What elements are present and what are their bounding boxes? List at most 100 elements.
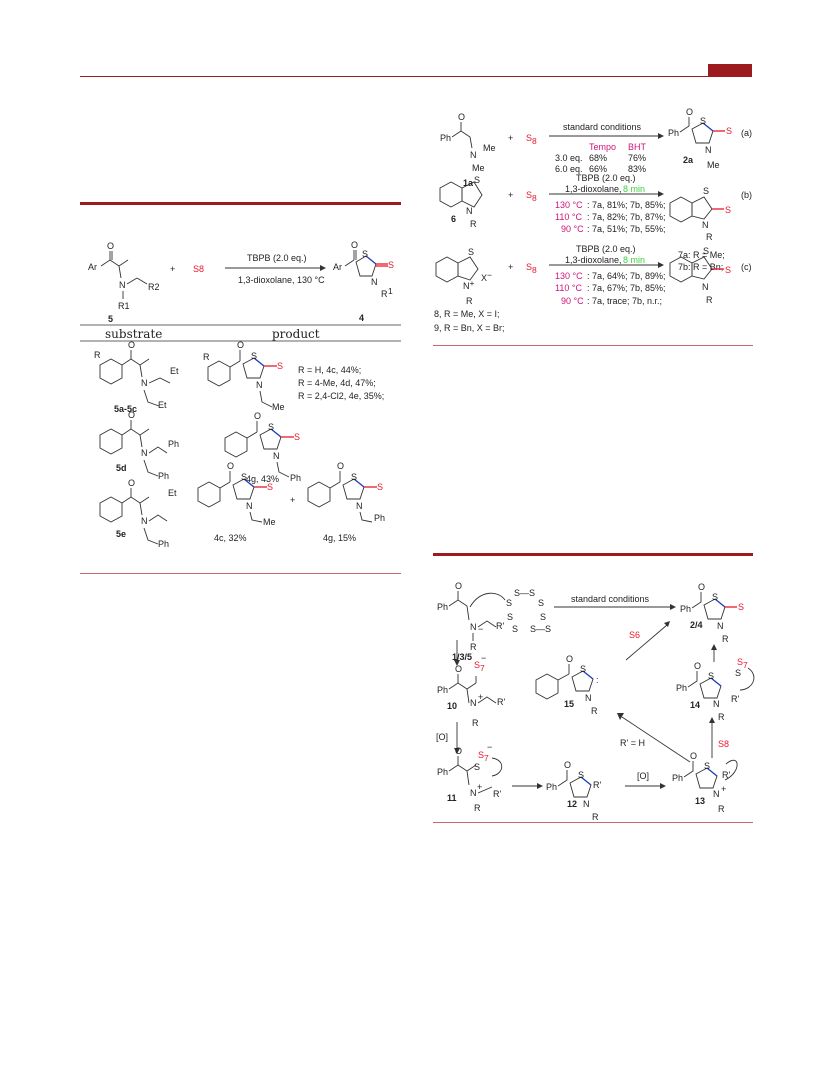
svg-text:Ar: Ar bbox=[333, 262, 342, 272]
svg-text:R: R bbox=[466, 296, 473, 306]
svg-text:S: S bbox=[700, 116, 706, 126]
b-solvent: 1,3-dioxolane, bbox=[565, 184, 622, 194]
svg-text:S: S bbox=[512, 624, 518, 634]
mech-bottom-right bbox=[433, 822, 753, 823]
mech-rh: R' = H bbox=[620, 738, 645, 748]
svg-text:1: 1 bbox=[388, 286, 393, 296]
substrate-label-3: 5e bbox=[116, 529, 126, 539]
svg-text:Me: Me bbox=[707, 160, 720, 170]
svg-text:Me: Me bbox=[472, 163, 485, 173]
svg-text:O: O bbox=[564, 760, 571, 770]
svg-text:N: N bbox=[470, 622, 477, 632]
svg-text:7: 7 bbox=[743, 660, 748, 670]
mech-13: 13 bbox=[695, 796, 705, 806]
svg-text:N: N bbox=[119, 280, 126, 290]
svg-text:O: O bbox=[458, 112, 465, 122]
svg-text:Ph: Ph bbox=[676, 683, 687, 693]
tag-c: (c) bbox=[741, 262, 752, 272]
svg-text:N: N bbox=[702, 220, 709, 230]
b-r3: : 7a, 51%; 7b, 55%; bbox=[587, 224, 666, 234]
svg-text:O: O bbox=[690, 751, 697, 761]
a-r2c1: 66% bbox=[589, 164, 607, 174]
b-reagent: TBPB (2.0 eq.) bbox=[576, 173, 636, 183]
svg-text:R: R bbox=[718, 712, 725, 722]
sm-6: 6 bbox=[451, 214, 456, 224]
svg-text:S: S bbox=[708, 671, 714, 681]
s8-reagent: S8 bbox=[193, 264, 204, 274]
svg-text:S: S bbox=[506, 598, 512, 608]
product-1a: R = H, 4c, 44%; bbox=[298, 365, 361, 375]
mech-15: 15 bbox=[564, 699, 574, 709]
c-t3: 90 °C bbox=[561, 296, 584, 306]
svg-text:R: R bbox=[474, 803, 481, 813]
svg-text:S: S bbox=[725, 265, 731, 275]
svg-text:O: O bbox=[128, 478, 135, 488]
svg-text:S: S bbox=[704, 761, 710, 771]
svg-text:R': R' bbox=[496, 621, 504, 631]
svg-text:+: + bbox=[508, 133, 513, 143]
b-r2: : 7a, 82%; 7b, 87%; bbox=[587, 212, 666, 222]
svg-text:N: N bbox=[717, 621, 724, 631]
product-2a: 2a bbox=[683, 155, 694, 165]
svg-text:R: R bbox=[591, 706, 598, 716]
b-t1: 130 °C bbox=[555, 200, 583, 210]
svg-text:N: N bbox=[713, 699, 720, 709]
product-2: 4g, 43% bbox=[246, 474, 279, 484]
conditions-text: 1,3-dioxolane, 130 °C bbox=[238, 275, 325, 285]
mech-start-label: 1/3/5 bbox=[452, 652, 472, 662]
table-rule-left bbox=[80, 202, 401, 205]
svg-text:O: O bbox=[128, 340, 135, 350]
svg-text:Ph: Ph bbox=[158, 471, 169, 481]
svg-text:8: 8 bbox=[532, 193, 537, 203]
svg-text:O: O bbox=[227, 461, 234, 471]
svg-text:N: N bbox=[470, 698, 477, 708]
svg-text:N: N bbox=[273, 451, 280, 461]
r1-label: R1 bbox=[118, 301, 130, 311]
svg-text:S—S: S—S bbox=[530, 624, 551, 634]
svg-text:Ph: Ph bbox=[374, 513, 385, 523]
svg-text:R: R bbox=[718, 804, 725, 814]
svg-text:S: S bbox=[712, 592, 718, 602]
svg-text:S: S bbox=[735, 668, 741, 678]
svg-text:Et: Et bbox=[170, 366, 179, 376]
svg-text:S: S bbox=[241, 472, 247, 482]
b-prod-1: 7a: R = Me; bbox=[678, 250, 725, 260]
svg-text:N: N bbox=[713, 789, 720, 799]
svg-text:R: R bbox=[722, 634, 729, 644]
svg-text:+: + bbox=[478, 692, 483, 702]
svg-text:+: + bbox=[477, 782, 482, 792]
svg-text:S: S bbox=[578, 770, 584, 780]
svg-text:O: O bbox=[698, 582, 705, 592]
svg-text:S: S bbox=[388, 260, 394, 270]
c-r1: : 7a, 64%; 7b, 89%; bbox=[587, 271, 666, 281]
svg-text:Ph: Ph bbox=[437, 685, 448, 695]
product-3a: 4c, 32% bbox=[214, 533, 247, 543]
svg-text:N: N bbox=[585, 693, 592, 703]
table-row-1: R O N Et Et 5a-5c R O S S N Me R = H, 4c… bbox=[94, 340, 384, 414]
svg-text:+: + bbox=[721, 784, 726, 794]
c-reagent: TBPB (2.0 eq.) bbox=[576, 244, 636, 254]
svg-text:R: R bbox=[592, 812, 599, 822]
svg-text:Et: Et bbox=[168, 488, 177, 498]
svg-text:R': R' bbox=[593, 780, 601, 790]
svg-text:N: N bbox=[466, 206, 473, 216]
svg-text:8: 8 bbox=[532, 265, 537, 275]
svg-text:S: S bbox=[526, 262, 532, 272]
svg-text:N: N bbox=[470, 150, 477, 160]
svg-text:S: S bbox=[526, 190, 532, 200]
svg-text:N: N bbox=[470, 788, 477, 798]
b-t3: 90 °C bbox=[561, 224, 584, 234]
svg-text:7: 7 bbox=[480, 663, 485, 673]
svg-text:S: S bbox=[267, 482, 273, 492]
c-t2: 110 °C bbox=[555, 283, 582, 293]
a-r1c1: 68% bbox=[589, 153, 607, 163]
svg-text:O: O bbox=[566, 654, 573, 664]
svg-text:S: S bbox=[703, 186, 709, 196]
tag-a: (a) bbox=[741, 128, 752, 138]
svg-text:Et: Et bbox=[158, 400, 167, 410]
page-tab bbox=[708, 64, 752, 77]
svg-text:R': R' bbox=[722, 770, 730, 780]
substrate-label-2: 5d bbox=[116, 463, 127, 473]
c-r2: : 7a, 67%; 7b, 85%; bbox=[587, 283, 666, 293]
